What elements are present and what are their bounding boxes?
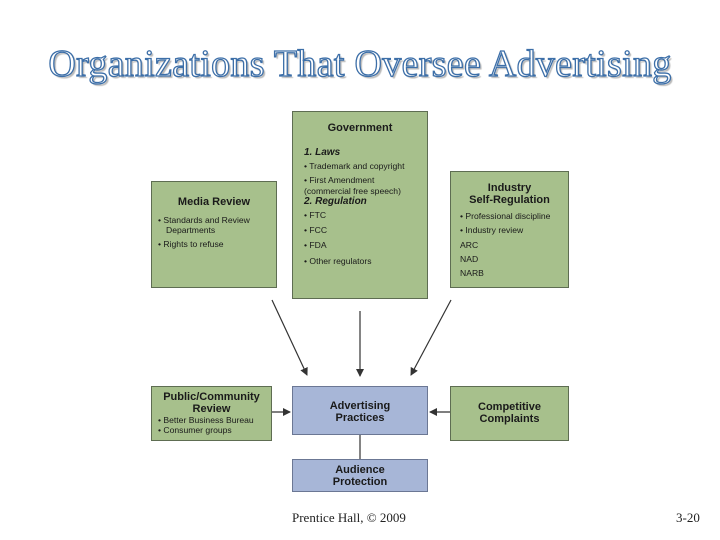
footer-publisher: Prentice Hall, © 2009 — [292, 510, 406, 525]
laws-item: • First Amendment — [304, 175, 375, 186]
industry-item: NARB — [460, 268, 484, 279]
regulation-item: • Other regulators — [304, 255, 372, 266]
media-review-item: • Rights to refuse — [158, 238, 224, 249]
laws-item: • Trademark and copyright — [304, 161, 405, 171]
industry-heading: Self-Regulation — [469, 194, 550, 206]
slide-title: Organizations That Oversee Advertising — [48, 42, 672, 85]
media-review-item: Departments — [166, 225, 216, 236]
advertising-practices-label: Practices — [335, 412, 385, 424]
media-review-box: Media Review • Standards and Review Depa… — [151, 181, 277, 288]
arrow-industry-to-practices — [410, 299, 452, 376]
audience-protection-label: Protection — [332, 476, 388, 488]
competitive-complaints-label: Competitive — [478, 401, 541, 413]
public-community-review-box: Public/Community Review • Better Busines… — [151, 386, 272, 441]
government-box: Government 1. Laws • Trademark and copyr… — [292, 111, 428, 299]
government-heading: Government — [327, 122, 393, 134]
regulation-item: • FDA — [304, 240, 327, 251]
laws-item: (commercial free speech) — [304, 185, 401, 196]
advertising-practices-box: Advertising Practices — [292, 386, 428, 435]
regulation-item: • FTC — [304, 209, 327, 220]
public-review-heading: Review — [192, 403, 231, 415]
arrow-media-to-practices — [271, 299, 308, 376]
regulation-item: • FCC — [304, 225, 328, 236]
audience-protection-label: Audience — [335, 464, 385, 476]
public-review-heading: Public/Community — [163, 391, 260, 403]
industry-heading: Industry — [487, 182, 532, 194]
laws-heading: 1. Laws — [304, 147, 341, 158]
competitive-complaints-box: Competitive Complaints — [450, 386, 569, 441]
competitive-complaints-label: Complaints — [479, 413, 540, 425]
media-review-item: • Standards and Review — [158, 215, 250, 225]
footer-page-number: 3-20 — [676, 510, 700, 525]
audience-protection-box: Audience Protection — [292, 459, 428, 492]
industry-self-regulation-box: Industry Self-Regulation • Professional … — [450, 171, 569, 288]
industry-item: NAD — [460, 253, 479, 264]
public-review-item: • Consumer groups — [158, 425, 232, 436]
regulation-heading: 2. Regulation — [304, 195, 367, 207]
advertising-practices-label: Advertising — [329, 400, 391, 412]
media-review-heading: Media Review — [177, 196, 251, 208]
industry-item: • Professional discipline — [460, 211, 551, 221]
public-review-item: • Better Business Bureau — [158, 415, 254, 425]
industry-item: ARC — [460, 239, 479, 250]
industry-item: • Industry review — [460, 225, 524, 236]
